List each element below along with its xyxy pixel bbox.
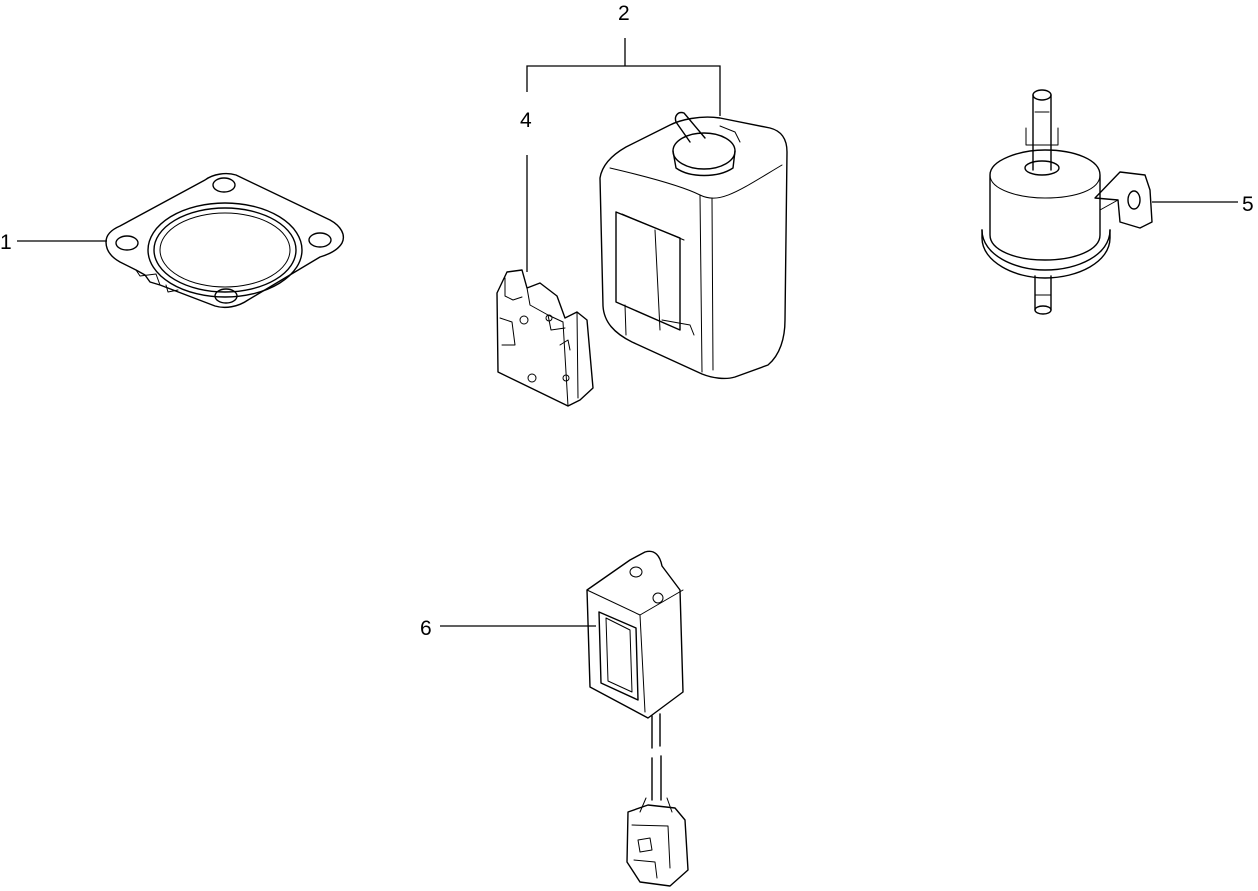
leader-line-2	[526, 38, 721, 116]
gasket-icon	[105, 172, 345, 309]
canister-icon	[599, 111, 788, 380]
callout-5: 5	[1242, 193, 1254, 216]
fuel-filter-icon	[981, 89, 1153, 315]
sensor-module-icon	[586, 550, 689, 887]
callout-1: 1	[0, 231, 12, 254]
callout-2: 2	[618, 2, 630, 25]
callout-4: 4	[520, 109, 532, 132]
bracket-icon	[496, 269, 594, 407]
callout-6: 6	[420, 617, 432, 640]
